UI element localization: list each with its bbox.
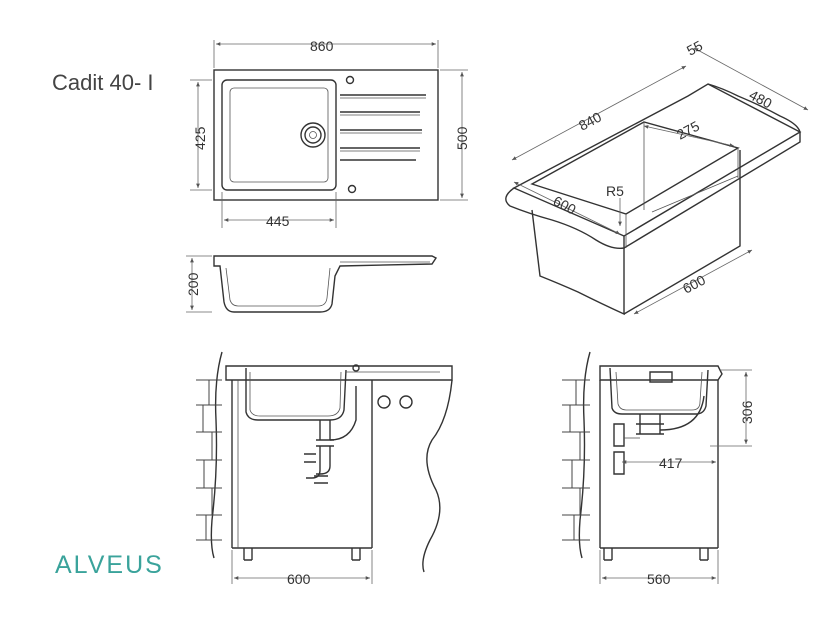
top-view	[190, 40, 468, 228]
product-title: Cadit 40- I	[52, 70, 154, 95]
dim-bowl-width: 445	[266, 213, 290, 229]
front-installed-view	[196, 351, 453, 584]
dim-side-cabinet-width: 560	[647, 571, 671, 587]
dim-bowl-depth: 425	[192, 126, 208, 150]
dim-top-width: 860	[310, 38, 334, 54]
profile-view	[186, 255, 438, 313]
dim-profile-height: 200	[185, 272, 201, 296]
dim-iso-radius: R5	[606, 183, 624, 199]
dim-top-depth: 500	[454, 126, 470, 150]
dim-iso-back-rim: 55	[684, 37, 705, 59]
dim-side-height: 306	[739, 400, 755, 424]
isometric-view	[505, 47, 809, 316]
dim-iso-cabinet-side: 600	[680, 271, 708, 296]
dim-iso-depth: 480	[747, 87, 775, 112]
dim-iso-cabinet-depth: 275	[674, 117, 702, 142]
side-installed-view	[562, 351, 752, 584]
dim-front-cabinet-width: 600	[287, 571, 311, 587]
dim-side-offset: 417	[659, 455, 683, 471]
brand-logo: ALVEUS	[55, 551, 164, 579]
